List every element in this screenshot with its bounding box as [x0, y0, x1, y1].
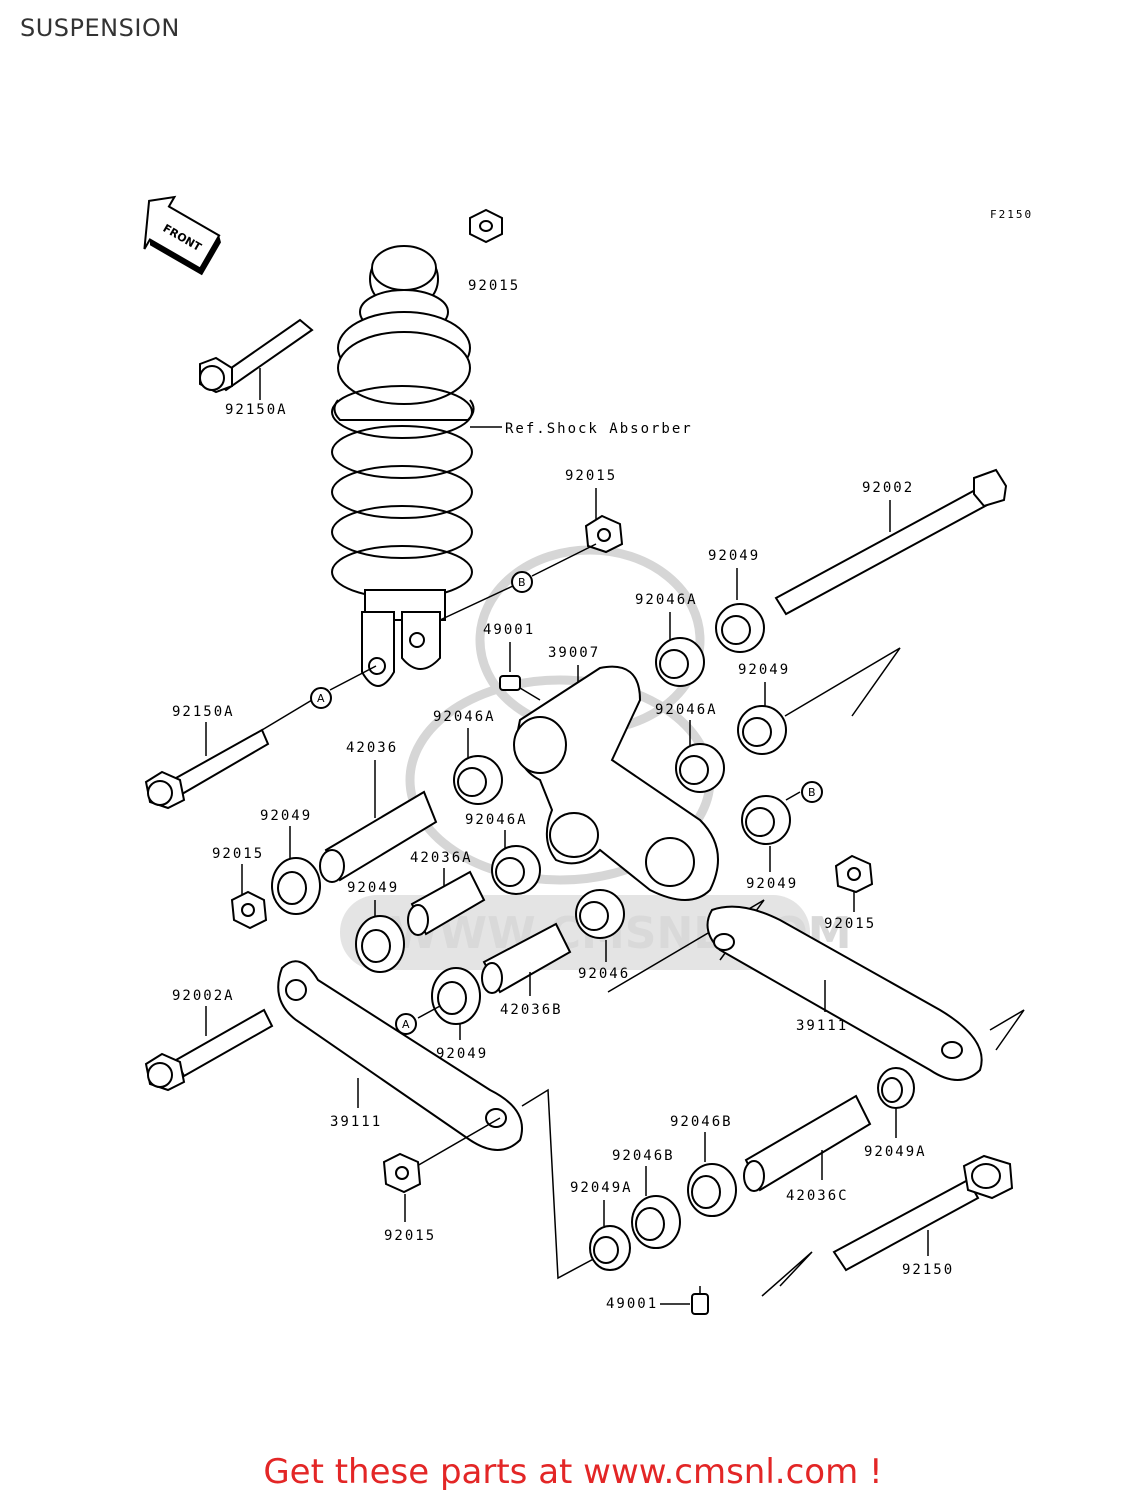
shaft-top [774, 468, 1008, 616]
seal-2 [737, 705, 787, 755]
label-seal-4: 92049 [347, 880, 399, 896]
label-grease-nipple-top: 49001 [483, 622, 535, 638]
rocker-arm [513, 665, 719, 901]
front-arrow-icon: FRONT [143, 195, 221, 276]
nut-top [469, 208, 503, 244]
tie-rod-right [706, 905, 983, 1081]
footer-link[interactable]: Get these parts at www.cmsnl.com ! [263, 1452, 883, 1492]
bearing-2 [453, 755, 503, 805]
seal-8 [877, 1067, 915, 1109]
seal-7 [589, 1225, 631, 1271]
nut-bottom [382, 1152, 422, 1194]
label-shaft-top: 92002 [862, 480, 914, 496]
bolt-left [144, 1008, 274, 1092]
label-bearing-7: 92046B [612, 1148, 675, 1164]
seal-3 [741, 795, 791, 845]
label-tie-rod-left: 39111 [330, 1114, 382, 1130]
label-nut-b: 92015 [565, 468, 617, 484]
callout-b-top: B [518, 576, 526, 589]
grease-nipple-bottom [691, 1286, 709, 1315]
seal-5 [355, 915, 405, 973]
label-bearing-5: 92046 [578, 966, 630, 982]
bearing-1 [655, 637, 705, 687]
bearing-5 [575, 889, 625, 939]
label-bearing-6: 92046B [670, 1114, 733, 1130]
label-bolt-bottom: 92150 [902, 1262, 954, 1278]
bearing-3 [675, 743, 725, 793]
label-bolt-top: 92150A [225, 402, 288, 418]
callout-a-top: A [317, 692, 325, 705]
label-seal-left: 92049 [260, 808, 312, 824]
label-tie-rod-right: 39111 [796, 1018, 848, 1034]
bolt-a [144, 728, 270, 810]
callout-b-right: B [808, 786, 816, 799]
collar-3 [481, 922, 572, 994]
bearing-7 [631, 1195, 681, 1249]
label-bearing-3: 92046A [655, 702, 718, 718]
bolt-top [199, 318, 314, 394]
grease-nipple-top [499, 675, 541, 701]
label-bolt-left: 92002A [172, 988, 235, 1004]
label-seal-8: 92049A [864, 1144, 927, 1160]
label-nut-left: 92015 [212, 846, 264, 862]
label-seal-2: 92049 [738, 662, 790, 678]
collar-1 [319, 790, 438, 883]
bearing-6 [687, 1163, 737, 1217]
label-seal-3: 92049 [746, 876, 798, 892]
bolt-bottom [832, 1154, 1014, 1272]
label-nut-bottom: 92015 [384, 1228, 436, 1244]
label-collar-3: 42036B [500, 1002, 563, 1018]
label-collar-2: 42036A [410, 850, 473, 866]
seal-6 [431, 967, 481, 1025]
label-collar-4: 42036C [786, 1188, 849, 1204]
nut-right [834, 854, 874, 894]
nut-left [230, 890, 268, 930]
label-seal-6: 92049 [436, 1046, 488, 1062]
label-bearing-4: 92046A [465, 812, 528, 828]
label-seal-7: 92049A [570, 1180, 633, 1196]
collar-2 [407, 870, 486, 936]
label-bearing-1: 92046A [635, 592, 698, 608]
page-title: SUSPENSION [20, 14, 180, 42]
seal-1 [715, 603, 765, 653]
label-shock-ref: Ref.Shock Absorber [505, 421, 693, 437]
label-bolt-a: 92150A [172, 704, 235, 720]
label-grease-nipple-bottom: 49001 [606, 1296, 658, 1312]
label-seal-1: 92049 [708, 548, 760, 564]
callout-a-bottom: A [402, 1018, 410, 1031]
collar-4 [743, 1094, 872, 1192]
bearing-4 [491, 845, 541, 895]
label-collar-1: 42036 [346, 740, 398, 756]
shock-absorber [331, 245, 475, 687]
nut-b [584, 514, 624, 554]
seal-4 [271, 857, 321, 915]
label-nut-right: 92015 [824, 916, 876, 932]
label-nut-top: 92015 [468, 278, 520, 294]
label-bearing-2: 92046A [433, 709, 496, 725]
label-rocker-arm: 39007 [548, 645, 600, 661]
figure-code: F2150 [990, 208, 1033, 221]
